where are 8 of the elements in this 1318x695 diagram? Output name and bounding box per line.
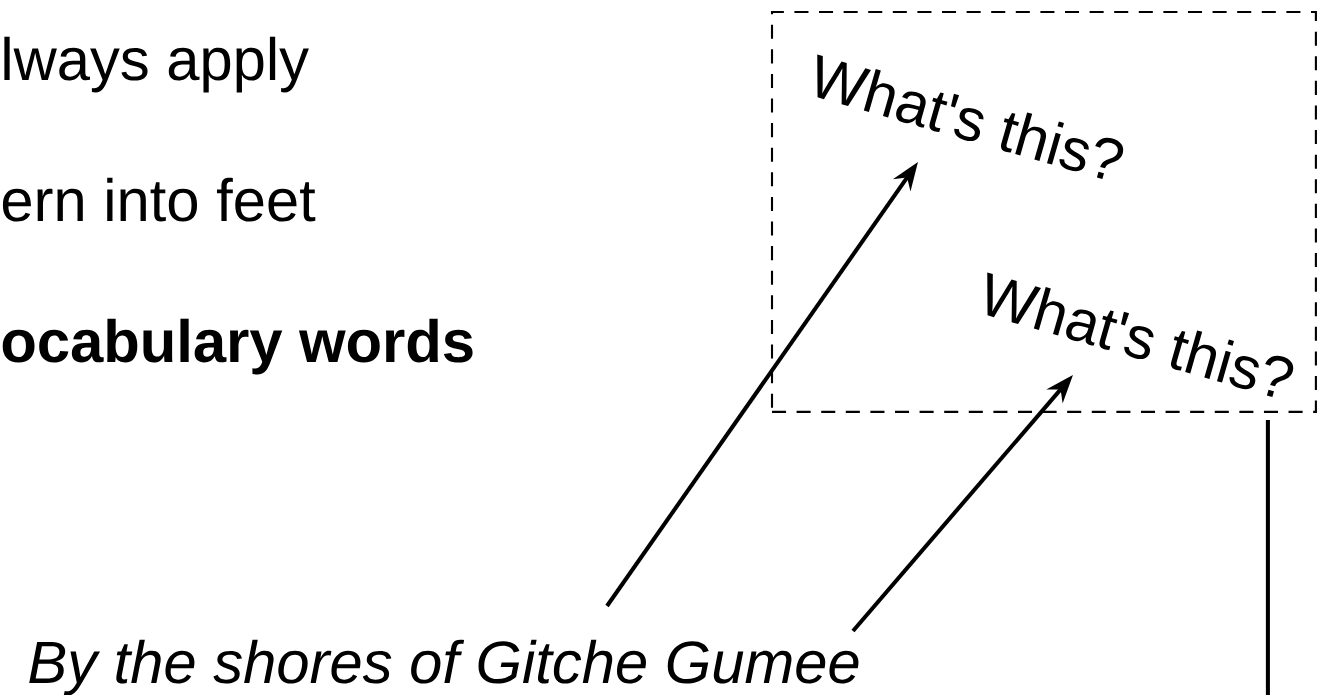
text-line: lways apply — [4, 36, 309, 93]
text-line: ocabulary words — [2, 318, 473, 375]
annotation-text: What's this? — [817, 54, 1124, 179]
line — [1265, 419, 1270, 695]
annotation-text: What's this? — [987, 272, 1294, 397]
dashed-frame — [770, 10, 1317, 413]
text-line: ern into feet — [2, 177, 316, 222]
verse-text: By the shores of Gitche Gumee — [29, 639, 859, 695]
